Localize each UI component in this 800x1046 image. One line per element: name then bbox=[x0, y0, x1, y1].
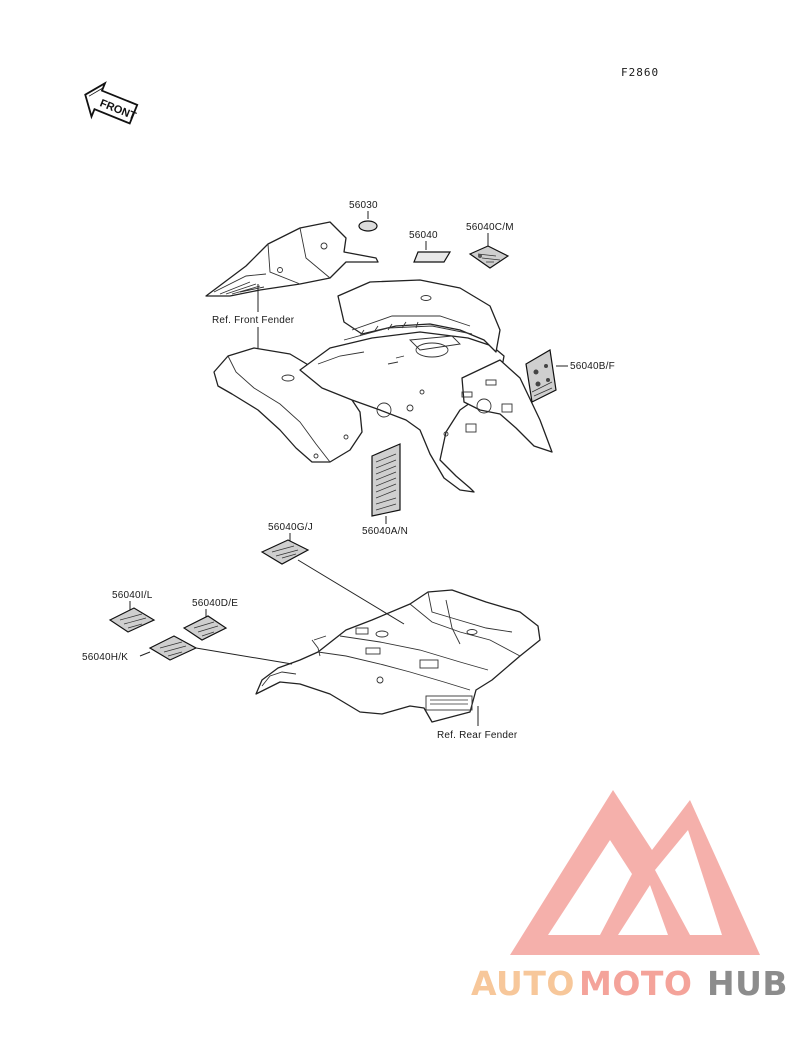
watermark-auto-text: AUTO bbox=[471, 964, 575, 1003]
part-56040il: 56040I/L bbox=[108, 590, 156, 633]
ref-front-fender-label: Ref. Front Fender bbox=[212, 315, 295, 326]
part-label-56040an: 56040A/N bbox=[362, 526, 408, 537]
part-56040bf: 56040B/F bbox=[525, 349, 615, 403]
part-label-56030: 56030 bbox=[349, 200, 378, 211]
watermark-moto-text: MOTO bbox=[579, 964, 692, 1003]
watermark-logo: AUTO MOTO HUB bbox=[471, 790, 788, 1003]
part-label-56040gj: 56040G/J bbox=[268, 522, 313, 533]
left-decal-icon bbox=[108, 607, 156, 633]
round-decal-icon bbox=[358, 220, 378, 232]
part-label-56040hk: 56040H/K bbox=[82, 652, 128, 663]
triangle-logo-icon bbox=[510, 790, 760, 955]
rear-panel-decal-icon bbox=[525, 349, 557, 403]
figure-code: F2860 bbox=[621, 66, 659, 79]
lower-decal-icon bbox=[148, 635, 198, 661]
ref-rear-fender-label: Ref. Rear Fender bbox=[437, 730, 518, 741]
warning-decal-icon bbox=[371, 443, 401, 517]
strip-decal-icon bbox=[413, 251, 452, 263]
middle-decal-icon bbox=[182, 615, 228, 641]
part-56040hk: 56040H/K bbox=[82, 635, 293, 665]
part-56040cm: 56040C/M bbox=[466, 222, 514, 269]
part-label-56040bf: 56040B/F bbox=[570, 361, 615, 372]
diamond-decal-icon bbox=[468, 245, 510, 269]
front-arrow-icon: FRONT bbox=[84, 81, 139, 125]
part-label-56040cm: 56040C/M bbox=[466, 222, 514, 233]
part-label-56040il: 56040I/L bbox=[112, 590, 153, 601]
part-label-56040: 56040 bbox=[409, 230, 438, 241]
part-56040de: 56040D/E bbox=[182, 598, 238, 641]
rear-top-decal-icon bbox=[260, 539, 310, 565]
part-56040an: 56040A/N bbox=[362, 443, 408, 537]
part-label-56040de: 56040D/E bbox=[192, 598, 238, 609]
front-fender-assembly bbox=[205, 221, 553, 493]
part-56040: 56040 bbox=[409, 230, 452, 263]
rear-fender-assembly bbox=[255, 589, 541, 723]
part-56040gj: 56040G/J bbox=[260, 522, 405, 625]
ref-front-fender: Ref. Front Fender bbox=[212, 284, 295, 348]
watermark-hub-text: HUB bbox=[707, 964, 788, 1003]
part-56030: 56030 bbox=[349, 200, 378, 232]
ref-rear-fender: Ref. Rear Fender bbox=[437, 706, 518, 741]
